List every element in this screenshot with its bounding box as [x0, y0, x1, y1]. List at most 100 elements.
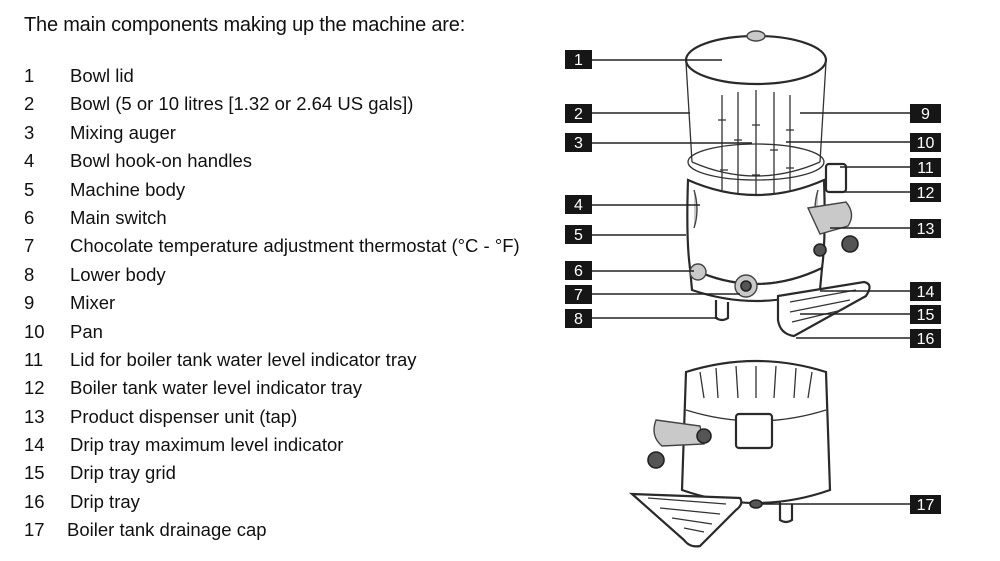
- page-title: The main components making up the machin…: [24, 14, 466, 36]
- callout-9: 9: [910, 104, 941, 123]
- callout-number: 14: [917, 284, 935, 301]
- item-number: 12: [24, 377, 45, 399]
- item-label: Pan: [70, 320, 103, 342]
- callout-4: 4: [565, 195, 592, 214]
- list-item: 16 Drip tray: [24, 488, 520, 516]
- callout-3: 3: [565, 133, 592, 152]
- item-number: 16: [24, 490, 45, 512]
- item-number: 17: [24, 519, 45, 541]
- item-label: Mixing auger: [70, 121, 176, 143]
- tap-knob: [696, 428, 712, 444]
- callout-number: 12: [917, 185, 935, 202]
- item-number: 13: [24, 405, 45, 427]
- item-label: Lower body: [70, 263, 166, 285]
- foot: [714, 300, 730, 322]
- callout-13: 13: [910, 219, 941, 238]
- list-item: 2 Bowl (5 or 10 litres [1.32 or 2.64 US g…: [24, 90, 520, 118]
- item-label: Bowl lid: [70, 65, 134, 86]
- item-label: Bowl (5 or 10 litres [1.32 or 2.64 US ga…: [70, 93, 414, 115]
- callout-8: 8: [565, 309, 592, 328]
- machine-illustration: [684, 30, 871, 338]
- list-item: 7 Chocolate temperature adjustment thermo…: [24, 232, 520, 260]
- lid-knob: [746, 30, 766, 42]
- item-number: 6: [24, 206, 35, 228]
- item-label: Boiler tank water level indicator tray: [70, 377, 363, 399]
- item-label: Drip tray: [70, 490, 140, 512]
- callout-number: 1: [574, 52, 583, 69]
- item-label: Lid for boiler tank water level indicato…: [70, 348, 417, 370]
- callout-number: 15: [917, 307, 935, 324]
- item-number: 4: [24, 150, 35, 172]
- callout-number: 13: [917, 221, 935, 238]
- components-list: 1 Bowl lid 2 Bowl (5 or 10 litres [1.32 or…: [24, 62, 520, 545]
- callout-16: 16: [910, 329, 941, 348]
- callout-1: 1: [565, 50, 592, 69]
- item-number: 1: [24, 65, 35, 86]
- callout-number: 2: [574, 106, 583, 123]
- callout-11: 11: [910, 158, 941, 177]
- item-number: 10: [24, 320, 45, 342]
- callout-number: 6: [574, 263, 583, 280]
- tap-knob: [841, 235, 859, 253]
- item-number: 2: [24, 93, 35, 115]
- drainage-cap: [749, 499, 763, 509]
- item-number: 11: [24, 348, 44, 370]
- callout-number: 10: [917, 135, 935, 152]
- callout-6: 6: [565, 261, 592, 280]
- list-item: 17 Boiler tank drainage cap: [24, 516, 520, 544]
- callout-15: 15: [910, 305, 941, 324]
- item-number: 5: [24, 178, 35, 200]
- item-label: Product dispenser unit (tap): [70, 405, 298, 427]
- callout-number: 4: [574, 197, 583, 214]
- level-indicator-tray: [824, 162, 848, 194]
- drip-tray: [776, 280, 871, 338]
- mixing-auger-rear: [699, 365, 813, 399]
- item-label: Chocolate temperature adjustment thermos…: [70, 235, 520, 257]
- item-label: Main switch: [70, 206, 167, 228]
- tap-knob: [647, 451, 665, 469]
- machine-body: [686, 178, 826, 286]
- list-item: 8 Lower body: [24, 261, 520, 289]
- item-number: 8: [24, 263, 35, 285]
- item-number: 7: [24, 235, 35, 257]
- callout-14: 14: [910, 282, 941, 301]
- callout-10: 10: [910, 133, 941, 152]
- rear-view-illustration: [628, 359, 832, 548]
- hook-handle-left: [693, 189, 698, 229]
- list-item: 3 Mixing auger: [24, 119, 520, 147]
- item-number: 15: [24, 462, 45, 484]
- pan-rim: [687, 143, 825, 181]
- list-item: 10 Pan: [24, 318, 520, 346]
- callout-2: 2: [565, 104, 592, 123]
- callout-number: 8: [574, 311, 583, 328]
- list-item: 4 Bowl hook-on handles: [24, 147, 520, 175]
- drip-tray-grid-rear: [647, 497, 727, 533]
- item-label: Machine body: [70, 178, 186, 200]
- callout-12: 12: [910, 183, 941, 202]
- dispenser-tap: [806, 201, 853, 235]
- list-item: 5 Machine body: [24, 176, 520, 204]
- callout-7: 7: [565, 285, 592, 304]
- dispenser-tap-rear: [653, 419, 705, 447]
- drip-tray-grid: [789, 289, 857, 323]
- callout-number: 9: [921, 106, 930, 123]
- callout-17: 17: [910, 495, 941, 514]
- item-label: Bowl hook-on handles: [70, 150, 253, 172]
- main-switch: [689, 263, 707, 281]
- bowl-walls: [685, 61, 827, 163]
- foot: [778, 502, 794, 524]
- callout-number: 7: [574, 287, 583, 304]
- list-item: 13 Product dispenser unit (tap): [24, 403, 520, 431]
- list-item: 11 Lid for boiler tank water level indica…: [24, 346, 520, 374]
- item-number: 9: [24, 292, 35, 314]
- leader-lines: [592, 59, 910, 505]
- list-item: 12 Boiler tank water level indicator tray: [24, 374, 520, 402]
- list-item: 6 Main switch: [24, 204, 520, 232]
- item-number: 3: [24, 121, 35, 143]
- item-label: Boiler tank drainage cap: [67, 519, 267, 541]
- item-number: 14: [24, 434, 45, 456]
